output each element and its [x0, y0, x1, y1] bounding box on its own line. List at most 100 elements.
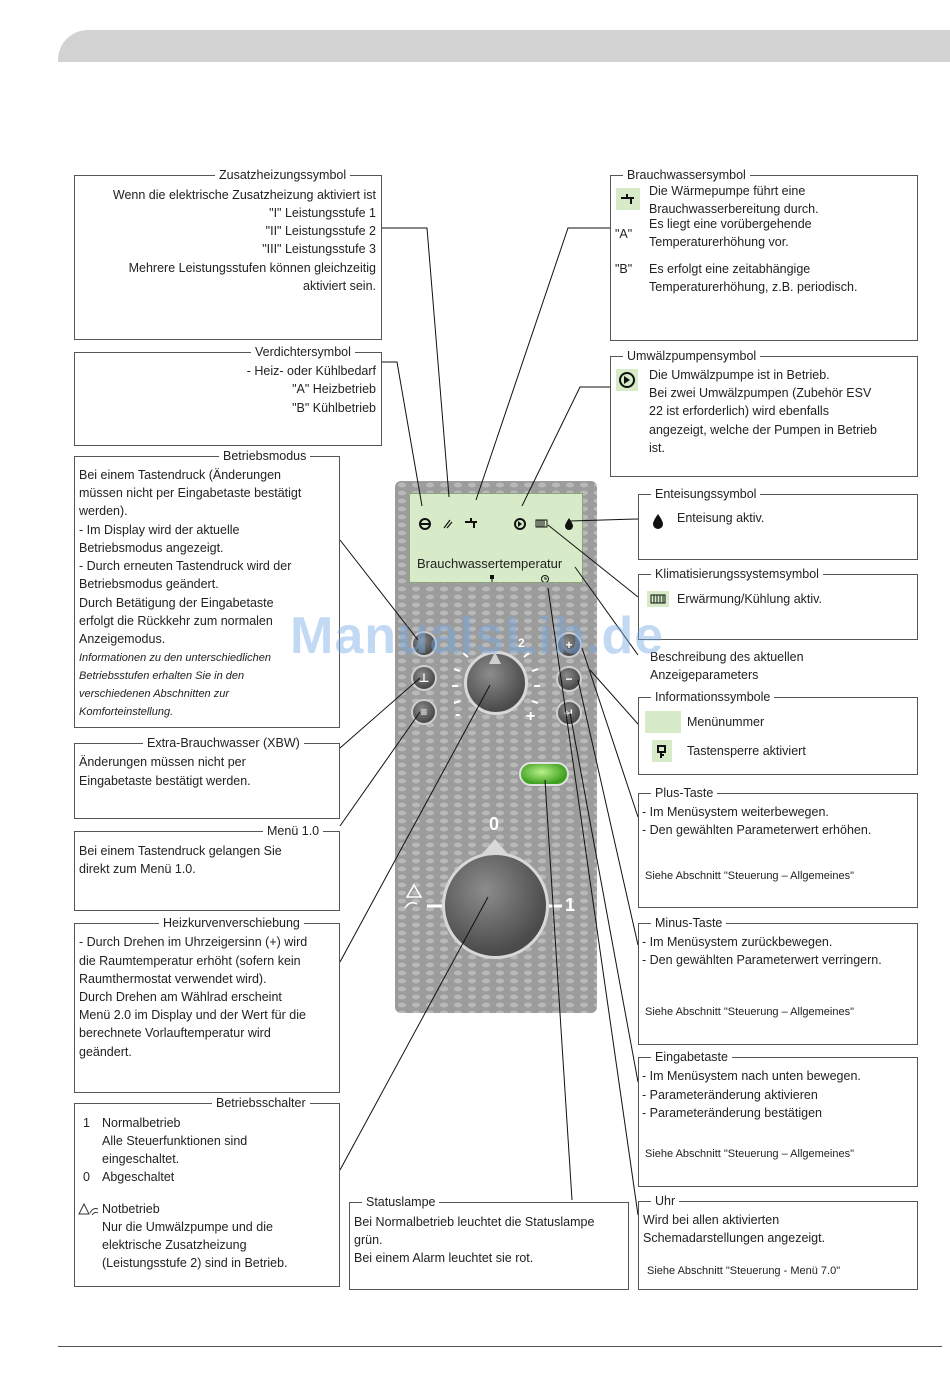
text-line: Informationen zu den unterschiedlichen: [79, 652, 272, 664]
box-title: Uhr: [651, 1193, 680, 1209]
box-title: Statuslampe: [362, 1194, 440, 1210]
pump-icon: [619, 372, 635, 388]
key-lock-icon: [490, 575, 494, 582]
text-line: - Durch Drehen im Uhrzeigersinn (+) wird: [79, 935, 308, 949]
text-line: Enteisung aktiv.: [677, 511, 765, 525]
text-line: erfolgt die Rückkehr zum normalen: [79, 614, 273, 628]
hot-water-tap-icon: [621, 194, 634, 204]
text-line: Durch Betätigung der Eingabetaste: [79, 596, 274, 610]
text-line: - Heiz- oder Kühlbedarf: [246, 364, 376, 378]
box-umwaelzpumpensymbol: Umwälzpumpensymbol Die Umwälzpumpe ist i…: [610, 348, 918, 477]
box-title: Umwälzpumpensymbol: [623, 348, 761, 364]
box-extra-brauchwasser: Extra-Brauchwasser (XBW) Änderungen müss…: [74, 735, 340, 819]
footer-line: [58, 1346, 942, 1347]
key-lock-icon: [657, 745, 666, 758]
text-line: Bei Normalbetrieb leuchtet die Statuslam…: [354, 1215, 595, 1229]
pump-icon: [514, 518, 526, 530]
dial-plus-label: +: [526, 708, 536, 725]
text-line: "A": [615, 227, 633, 241]
box-title: Brauchwassersymbol: [623, 167, 750, 183]
text-line: Temperaturerhöhung, z.B. periodisch.: [649, 280, 858, 294]
text-line: Bei zwei Umwälzpumpen (Zubehör ESV: [649, 386, 872, 400]
text-line: - Parameteränderung aktivieren: [642, 1088, 818, 1102]
text-line: Wenn die elektrische Zusatzheizung aktiv…: [112, 188, 376, 202]
text-line: Die Wärmepumpe führt eine: [649, 184, 806, 198]
text-line: - Im Display wird der aktuelle: [79, 523, 240, 537]
text-line: Bei einem Tastendruck gelangen Sie: [79, 844, 282, 858]
text-line: müssen nicht per Eingabetaste bestätigt: [79, 486, 302, 500]
clock-icon: [541, 575, 549, 582]
box-title: Heizkurvenverschiebung: [159, 915, 304, 931]
box-statuslampe: Statuslampe Bei Normalbetrieb leuchtet d…: [349, 1194, 629, 1290]
text-line: Betriebsmodus geändert.: [79, 577, 219, 591]
box-eingabetaste: Eingabetaste - Im Menüsystem nach unten …: [638, 1049, 918, 1187]
text-line: (Leistungsstufe 2) sind in Betrieb.: [102, 1256, 288, 1270]
text-line: Eingabetaste bestätigt werden.: [79, 774, 251, 788]
text-line: "B" Kühlbetrieb: [292, 401, 376, 415]
text-line: ist.: [649, 441, 665, 455]
compressor-icon: [419, 518, 431, 530]
text-line: Menünummer: [687, 715, 765, 729]
text-line: - Parameteränderung bestätigen: [642, 1106, 822, 1120]
text-line: Siehe Abschnitt "Steuerung – Allgemeines…: [645, 870, 854, 882]
dial-minus-label: -: [455, 706, 461, 723]
emergency-mode-icon: [78, 1203, 99, 1216]
box-minus-taste: Minus-Taste - Im Menüsystem zurückbewege…: [638, 915, 918, 1045]
defrost-drop-icon: [565, 518, 573, 530]
box-plus-taste: Plus-Taste - Im Menüsystem weiterbewegen…: [638, 785, 918, 908]
box-zusatzheizungssymbol: Zusatzheizungssymbol Wenn die elektrisch…: [74, 167, 382, 340]
text-line: "I" Leistungsstufe 1: [269, 206, 376, 220]
key-lock-symbol-box: [652, 740, 672, 762]
menu-1-0-button[interactable]: ≡: [411, 699, 437, 725]
text-line: geändert.: [79, 1045, 132, 1059]
lcd-display: Brauchwassertemperatur: [409, 493, 583, 583]
text-line: Schemadarstellungen angezeigt.: [643, 1231, 826, 1245]
box-title: Extra-Brauchwasser (XBW): [143, 735, 304, 751]
text-line: Abgeschaltet: [102, 1170, 175, 1184]
box-title: Klimatisierungssystemsymbol: [651, 566, 823, 582]
box-menu-1-0: Menü 1.0 Bei einem Tastendruck gelangen …: [74, 823, 340, 911]
text-line: Erwärmung/Kühlung aktiv.: [677, 592, 822, 606]
enter-button[interactable]: ↵: [556, 700, 582, 726]
text-line: "A" Heizbetrieb: [292, 382, 376, 396]
text-line: Notbetrieb: [102, 1202, 160, 1216]
box-title: Zusatzheizungssymbol: [215, 167, 351, 183]
box-title: Betriebsschalter: [212, 1095, 310, 1111]
operating-mode-button[interactable]: [411, 631, 437, 657]
text-line: aktiviert sein.: [303, 279, 376, 293]
hot-water-tap-icon: [465, 518, 477, 528]
switch-label-0: 0: [489, 814, 500, 834]
operating-switch-knob[interactable]: [442, 852, 549, 959]
text-line: 1: [83, 1116, 90, 1130]
text-line: - Den gewählten Parameterwert verringern…: [642, 953, 882, 967]
menu-number-symbol-box: [645, 711, 681, 733]
minus-button[interactable]: −: [556, 666, 582, 692]
text-line: Nur die Umwälzpumpe und die: [102, 1220, 273, 1234]
display-icons: [419, 518, 573, 582]
box-title: Minus-Taste: [651, 915, 727, 931]
box-brauchwassersymbol: Brauchwassersymbol Die Wärmepumpe führt …: [610, 167, 918, 341]
text-line: - Den gewählten Parameterwert erhöhen.: [642, 823, 872, 837]
tap-icon: ⊥: [418, 671, 430, 685]
dial-2-label: 2: [518, 636, 525, 650]
text-line: - Durch erneuten Tastendruck wird der: [79, 559, 292, 573]
box-title: Betriebsmodus: [219, 448, 311, 464]
extra-hot-water-button[interactable]: ⊥: [411, 665, 437, 691]
text-line: "III" Leistungsstufe 3: [262, 242, 376, 256]
text-line: elektrische Zusatzheizung: [102, 1238, 247, 1252]
text-line: Wird bei allen aktivierten: [643, 1213, 780, 1227]
plus-button[interactable]: +: [556, 632, 582, 658]
box-title: Informationssymbole: [651, 689, 775, 705]
parameter-description-line1: Beschreibung des aktuellen: [650, 650, 804, 664]
plus-icon: +: [565, 638, 573, 652]
text-line: - Im Menüsystem zurückbewegen.: [642, 935, 833, 949]
box-enteisungssymbol: Enteisungssymbol Enteisung aktiv.: [638, 486, 918, 560]
text-line: Siehe Abschnitt "Steuerung – Allgemeines…: [645, 1148, 854, 1160]
text-line: Es erfolgt eine zeitabhängige: [649, 262, 811, 276]
aux-heater-icon: [443, 519, 453, 529]
radiator-symbol-box: [647, 591, 669, 607]
box-title: Verdichtersymbol: [251, 344, 355, 360]
box-informationssymbole: Informationssymbole Menünummer Tastenspe…: [638, 689, 918, 775]
text-line: Bei einem Tastendruck (Änderungen: [79, 468, 281, 482]
